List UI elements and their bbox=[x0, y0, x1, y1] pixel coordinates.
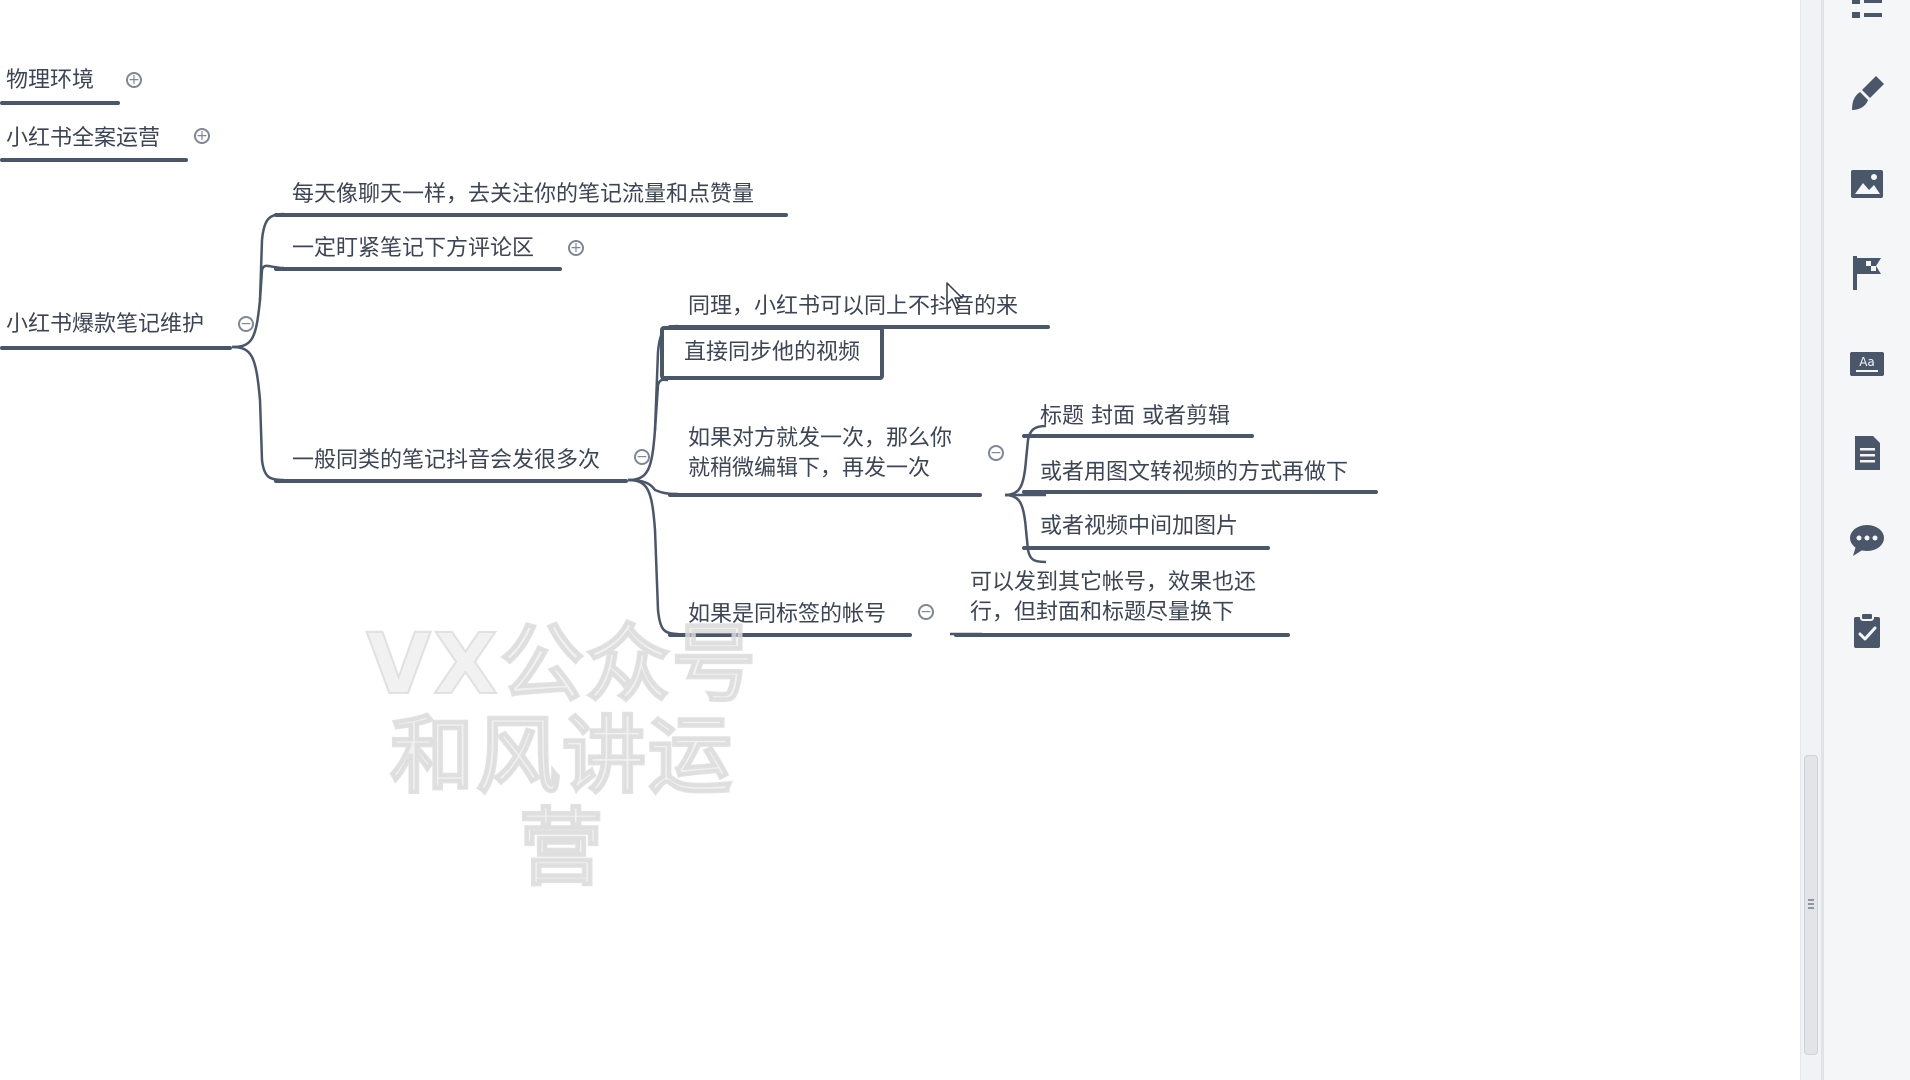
node-underline bbox=[1022, 490, 1378, 494]
node-label: 如果是同标签的帐号 bbox=[688, 602, 887, 627]
node-post-once[interactable]: 如果对方就发一次，那么你 就稍微编辑下，再发一次 bbox=[684, 424, 984, 484]
expand-toggle-icon[interactable]: + bbox=[194, 128, 210, 144]
comment-icon[interactable] bbox=[1846, 520, 1888, 562]
vertical-scrollbar[interactable] bbox=[1800, 0, 1821, 1080]
node-label-line1: 如果对方就发一次，那么你 bbox=[688, 426, 953, 451]
node-douyin-multi[interactable]: 一般同类的笔记抖音会发很多次 bbox=[288, 446, 604, 476]
node-underline bbox=[668, 633, 912, 637]
node-label: 标题 封面 或者剪辑 bbox=[1040, 404, 1230, 429]
right-tool-panel: Aa bbox=[1821, 0, 1910, 1080]
node-sync-video-selected[interactable]: 直接同步他的视频 bbox=[660, 326, 885, 380]
connector-lines bbox=[231, 212, 1047, 636]
node-image-to-video[interactable]: 或者用图文转视频的方式再做下 bbox=[1036, 458, 1352, 488]
node-underline bbox=[954, 633, 1290, 637]
expand-toggle-icon[interactable]: + bbox=[126, 72, 142, 88]
node-label: 或者视频中间加图片 bbox=[1040, 514, 1239, 539]
node-label: 小红书爆款笔记维护 bbox=[6, 312, 205, 337]
image-icon[interactable] bbox=[1846, 163, 1888, 205]
node-underline bbox=[0, 158, 188, 162]
node-underline bbox=[274, 267, 562, 271]
brush-icon[interactable] bbox=[1846, 72, 1888, 114]
mouse-cursor-icon bbox=[946, 282, 963, 309]
collapse-toggle-icon[interactable]: − bbox=[988, 445, 1004, 461]
node-other-account[interactable]: 可以发到其它帐号，效果也还 行，但封面和标题尽量换下 bbox=[966, 568, 1286, 628]
node-underline bbox=[668, 493, 982, 497]
node-label: 直接同步他的视频 bbox=[684, 340, 861, 365]
text-style-icon[interactable]: Aa bbox=[1846, 343, 1888, 385]
node-underline bbox=[1022, 546, 1270, 550]
node-full-case-ops[interactable]: 小红书全案运营 bbox=[2, 124, 164, 154]
scrollbar-grip-icon bbox=[1808, 899, 1814, 909]
node-viral-note-maintenance[interactable]: 小红书爆款笔记维护 bbox=[2, 310, 208, 340]
node-label-line2: 就稍微编辑下，再发一次 bbox=[688, 456, 931, 481]
node-label: 每天像聊天一样，去关注你的笔记流量和点赞量 bbox=[292, 182, 755, 207]
outline-icon[interactable] bbox=[1846, 0, 1888, 32]
node-label: 一定盯紧笔记下方评论区 bbox=[292, 236, 535, 261]
node-label: 小红书全案运营 bbox=[6, 126, 161, 151]
node-same-logic[interactable]: 同理，小红书可以同上不抖音的来 bbox=[684, 292, 1022, 322]
flag-icon[interactable] bbox=[1846, 252, 1888, 294]
node-underline bbox=[0, 346, 232, 350]
node-underline bbox=[274, 479, 628, 483]
collapse-toggle-icon[interactable]: − bbox=[238, 316, 254, 332]
node-underline bbox=[1022, 434, 1254, 438]
task-icon[interactable] bbox=[1846, 610, 1888, 652]
mindmap-canvas[interactable]: 物理环境 + 小红书全案运营 + 小红书爆款笔记维护 − 每天像聊天一样，去关注… bbox=[0, 0, 1800, 1080]
scrollbar-thumb[interactable] bbox=[1804, 755, 1818, 1055]
node-physical-env[interactable]: 物理环境 bbox=[2, 66, 98, 96]
collapse-toggle-icon[interactable]: − bbox=[634, 449, 650, 465]
note-icon[interactable] bbox=[1846, 432, 1888, 474]
node-label: 物理环境 bbox=[6, 68, 95, 93]
expand-toggle-icon[interactable]: + bbox=[568, 240, 584, 256]
node-watch-comments[interactable]: 一定盯紧笔记下方评论区 bbox=[288, 234, 538, 264]
node-label-line1: 可以发到其它帐号，效果也还 bbox=[970, 570, 1257, 595]
node-chat-daily[interactable]: 每天像聊天一样，去关注你的笔记流量和点赞量 bbox=[288, 180, 758, 210]
node-label-line2: 行，但封面和标题尽量换下 bbox=[970, 600, 1235, 625]
node-label: 或者用图文转视频的方式再做下 bbox=[1040, 460, 1349, 485]
collapse-toggle-icon[interactable]: − bbox=[918, 604, 934, 620]
node-same-tag-account[interactable]: 如果是同标签的帐号 bbox=[684, 600, 890, 630]
svg-text:Aa: Aa bbox=[1859, 355, 1875, 369]
node-label: 一般同类的笔记抖音会发很多次 bbox=[292, 448, 601, 473]
node-underline bbox=[274, 213, 788, 217]
node-label: 同理，小红书可以同上不抖音的来 bbox=[688, 294, 1019, 319]
node-underline bbox=[0, 101, 120, 105]
node-add-pictures[interactable]: 或者视频中间加图片 bbox=[1036, 512, 1242, 542]
node-title-cover-edit[interactable]: 标题 封面 或者剪辑 bbox=[1036, 402, 1234, 432]
